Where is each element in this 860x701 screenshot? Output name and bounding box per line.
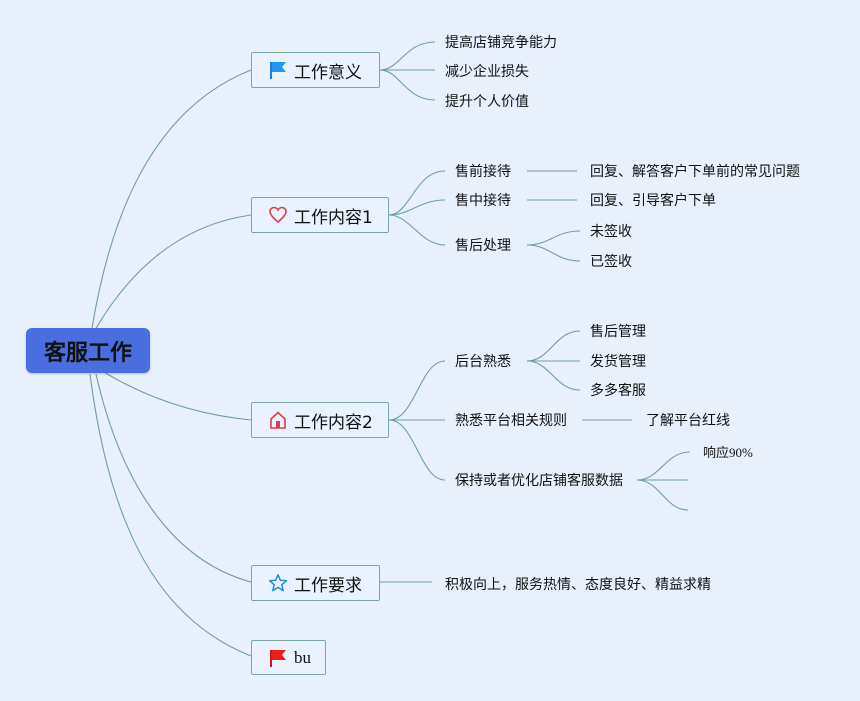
backend-item-1[interactable]: 售后管理 — [590, 324, 646, 340]
after-sale-node[interactable]: 售后处理 — [455, 238, 511, 254]
connector-root-content1 — [94, 214, 252, 331]
backend-node[interactable]: 后台熟悉 — [455, 354, 511, 370]
connector-root-significance — [91, 69, 252, 329]
heart-icon — [268, 205, 288, 225]
rules-node[interactable]: 熟悉平台相关规则 — [455, 413, 567, 429]
red-flag-icon — [268, 648, 288, 668]
backend-item-3[interactable]: 多多客服 — [590, 383, 646, 399]
branch-content2-label: 工作内容2 — [294, 412, 373, 433]
significance-item-2[interactable]: 减少企业损失 — [445, 64, 529, 80]
significance-item-1[interactable]: 提高店铺竞争能力 — [445, 35, 557, 51]
mid-sale-node[interactable]: 售中接待 — [455, 193, 511, 209]
branch-content2[interactable]: 工作内容2 — [251, 402, 389, 438]
blue-flag-icon — [268, 60, 288, 80]
mid-sale-detail[interactable]: 回复、引导客户下单 — [590, 193, 716, 209]
pre-sale-detail[interactable]: 回复、解答客户下单前的常见问题 — [590, 164, 800, 180]
rules-detail[interactable]: 了解平台红线 — [646, 413, 730, 429]
after-sale-item-1[interactable]: 未签收 — [590, 224, 632, 240]
branch-content1[interactable]: 工作内容1 — [251, 197, 389, 233]
branch-requirements-label: 工作要求 — [294, 575, 362, 596]
star-icon — [268, 573, 288, 593]
branch-bu[interactable]: bu — [251, 640, 326, 675]
data-node[interactable]: 保持或者优化店铺客服数据 — [455, 473, 623, 489]
root-node[interactable]: 客服工作 — [26, 328, 150, 373]
branch-bu-label: bu — [294, 647, 311, 667]
requirements-detail[interactable]: 积极向上，服务热情、态度良好、精益求精 — [445, 577, 711, 593]
connector-root-bu — [89, 373, 252, 657]
branch-significance-label: 工作意义 — [294, 62, 362, 83]
after-sale-item-2[interactable]: 已签收 — [590, 254, 632, 270]
pre-sale-node[interactable]: 售前接待 — [455, 164, 511, 180]
house-icon — [268, 410, 288, 430]
connector-root-requirements — [95, 373, 252, 583]
data-item-1[interactable]: 响应90% — [703, 444, 753, 460]
connector-root-content2 — [103, 371, 252, 421]
branch-content1-label: 工作内容1 — [294, 207, 373, 228]
branch-significance[interactable]: 工作意义 — [251, 52, 380, 88]
backend-item-2[interactable]: 发货管理 — [590, 354, 646, 370]
branch-requirements[interactable]: 工作要求 — [251, 565, 380, 601]
significance-item-3[interactable]: 提升个人价值 — [445, 94, 529, 110]
